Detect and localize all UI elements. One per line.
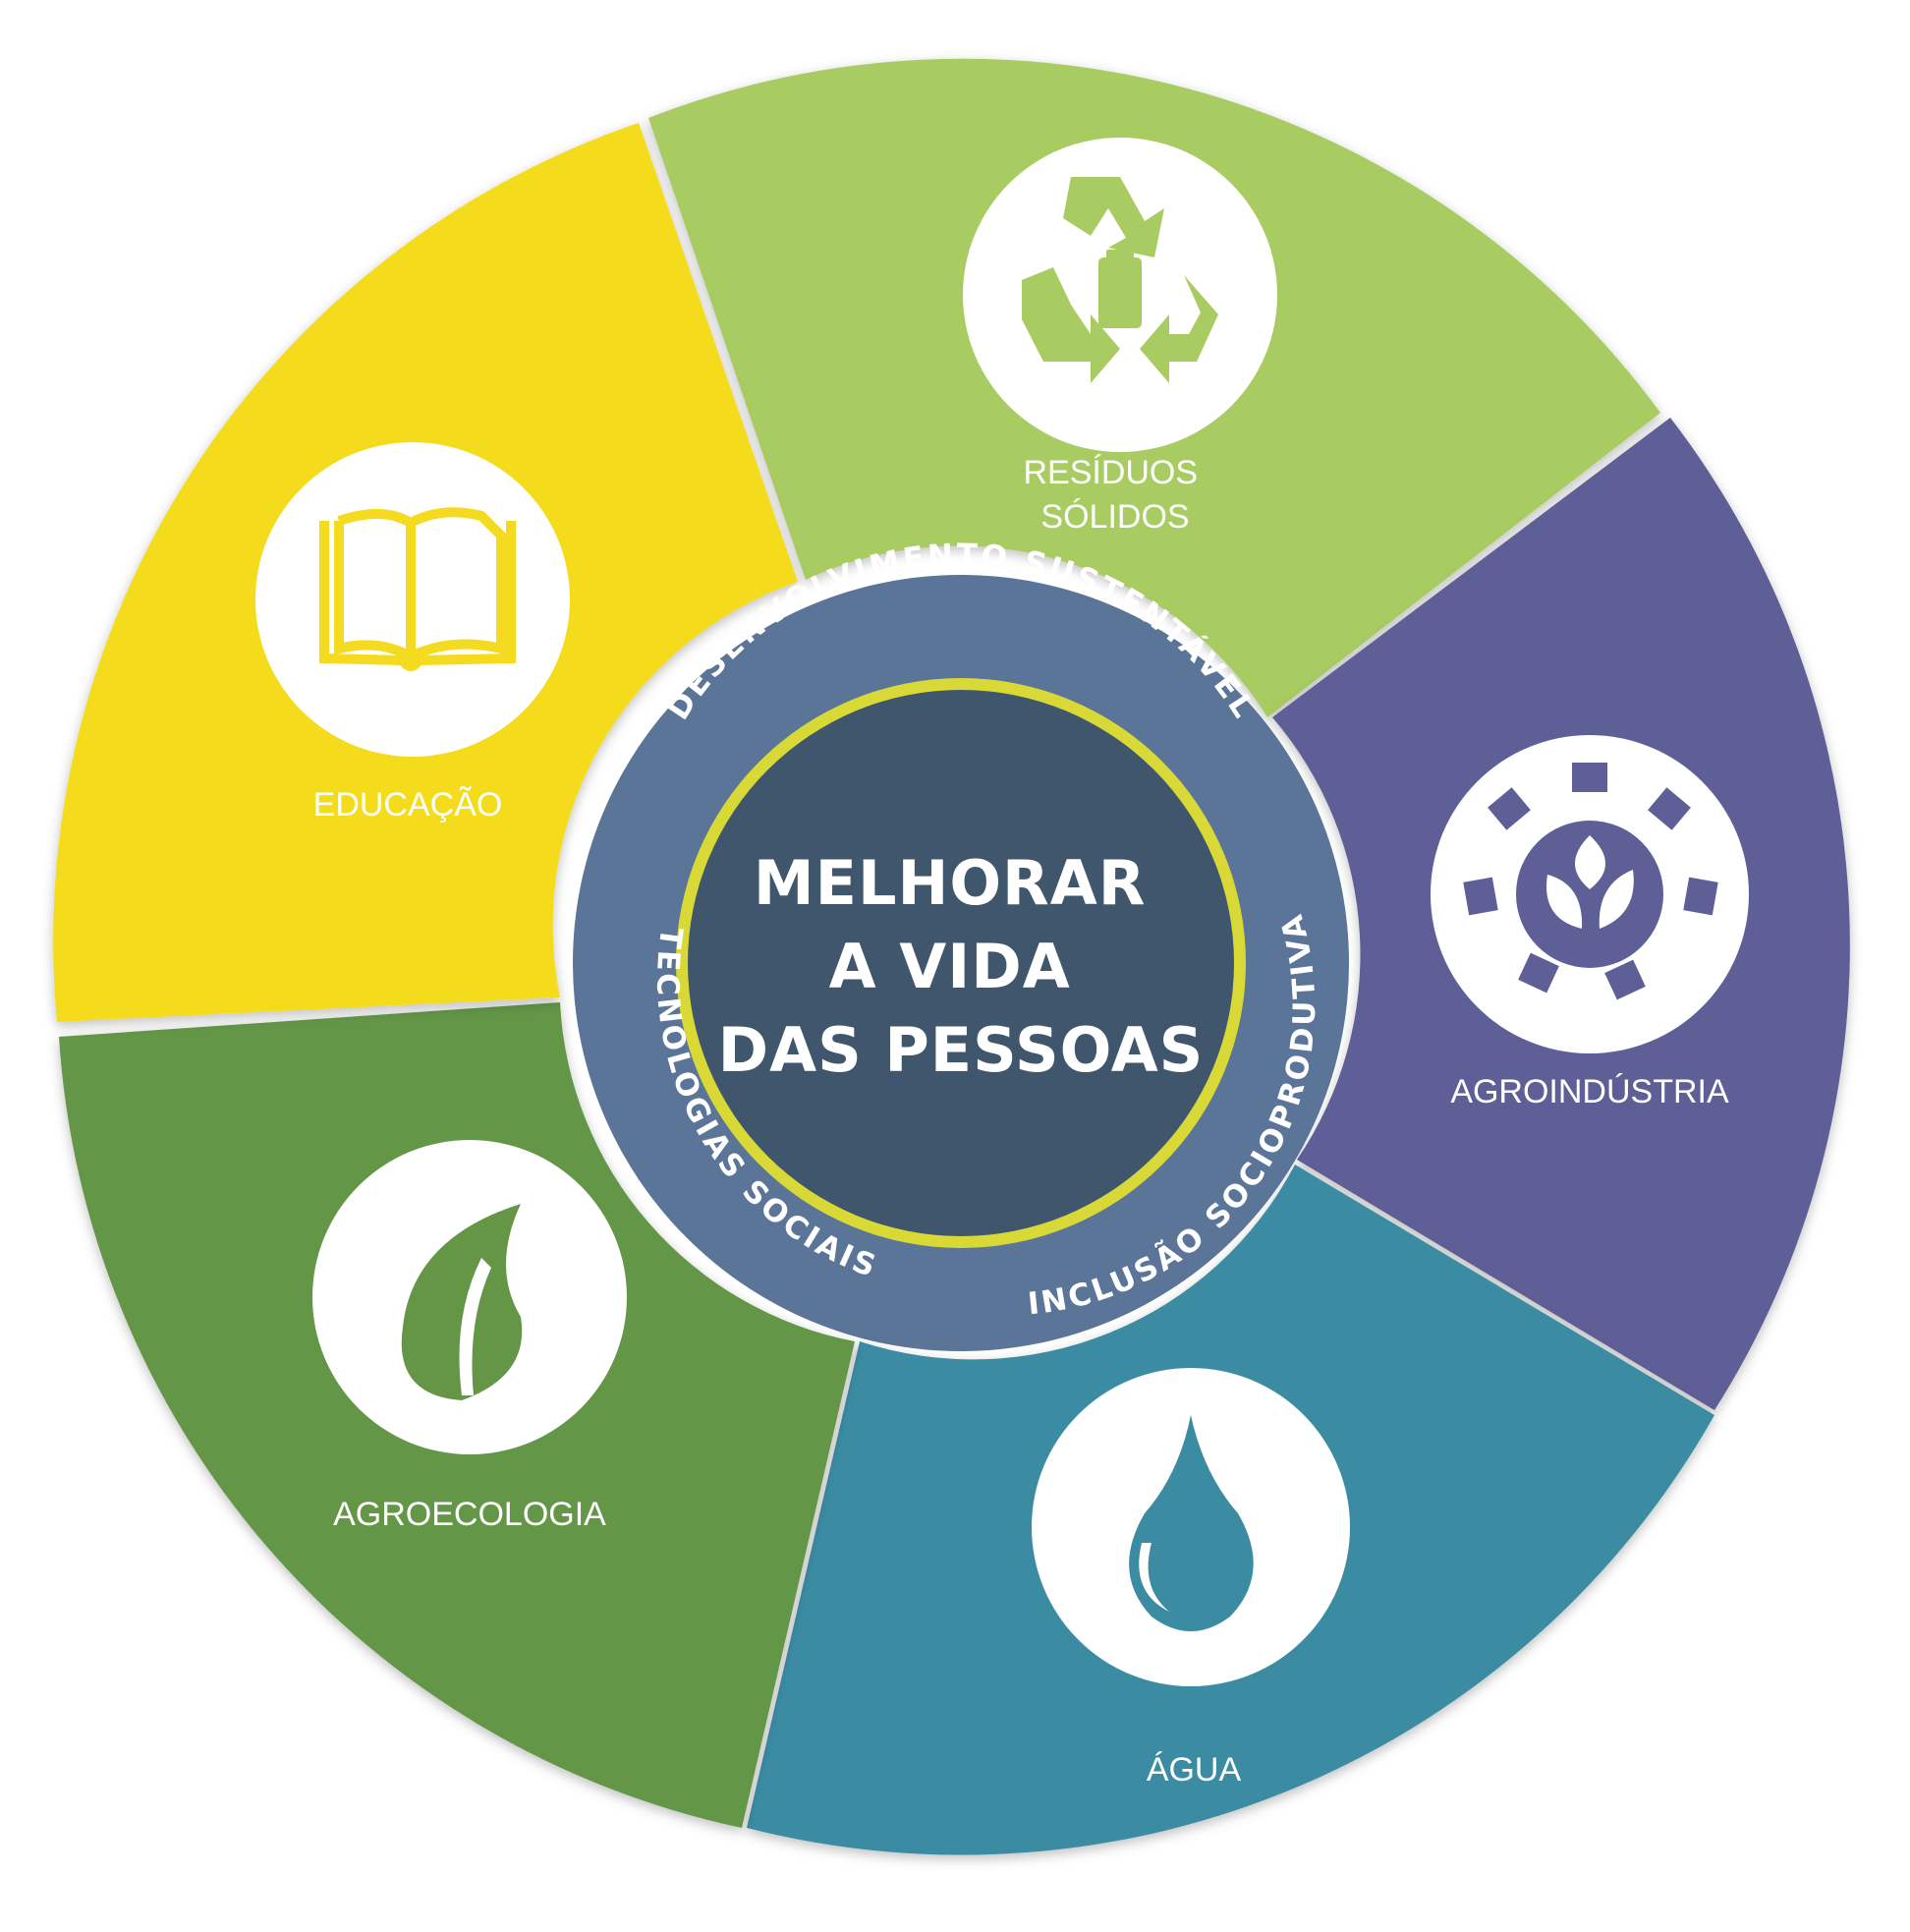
center-circle <box>688 690 1234 1236</box>
label-agua: ÁGUA <box>1147 1751 1242 1789</box>
label-agroecologia: AGROECOLOGIA <box>333 1496 606 1533</box>
label-educacao: EDUCAÇÃO <box>313 786 503 824</box>
label-educacao-line-1: EDUCAÇÃO <box>313 786 503 824</box>
label-agroindustria: AGROINDÚSTRIA <box>1450 1073 1729 1110</box>
water-drop-icon <box>1129 1415 1254 1631</box>
label-agroindustria-line-1: AGROINDÚSTRIA <box>1450 1073 1729 1110</box>
gear-leaves-icon <box>1463 763 1718 1000</box>
center-title: MELHORAR A VIDA DAS PESSOAS <box>718 847 1205 1086</box>
center-line-2: A VIDA <box>829 931 1071 1002</box>
center-line-3: DAS PESSOAS <box>718 1014 1205 1086</box>
center-line-1: MELHORAR <box>754 847 1147 919</box>
label-residuos-line-2: SÓLIDOS <box>1040 498 1189 536</box>
label-residuos: RESÍDUOS SÓLIDOS <box>1023 454 1207 536</box>
label-agua-line-1: ÁGUA <box>1147 1751 1242 1789</box>
label-agroecologia-line-1: AGROECOLOGIA <box>333 1496 606 1533</box>
label-residuos-line-1: RESÍDUOS <box>1023 454 1198 491</box>
recycle-icon <box>1022 177 1218 383</box>
book-icon <box>319 507 516 671</box>
leaf-icon <box>401 1204 523 1400</box>
